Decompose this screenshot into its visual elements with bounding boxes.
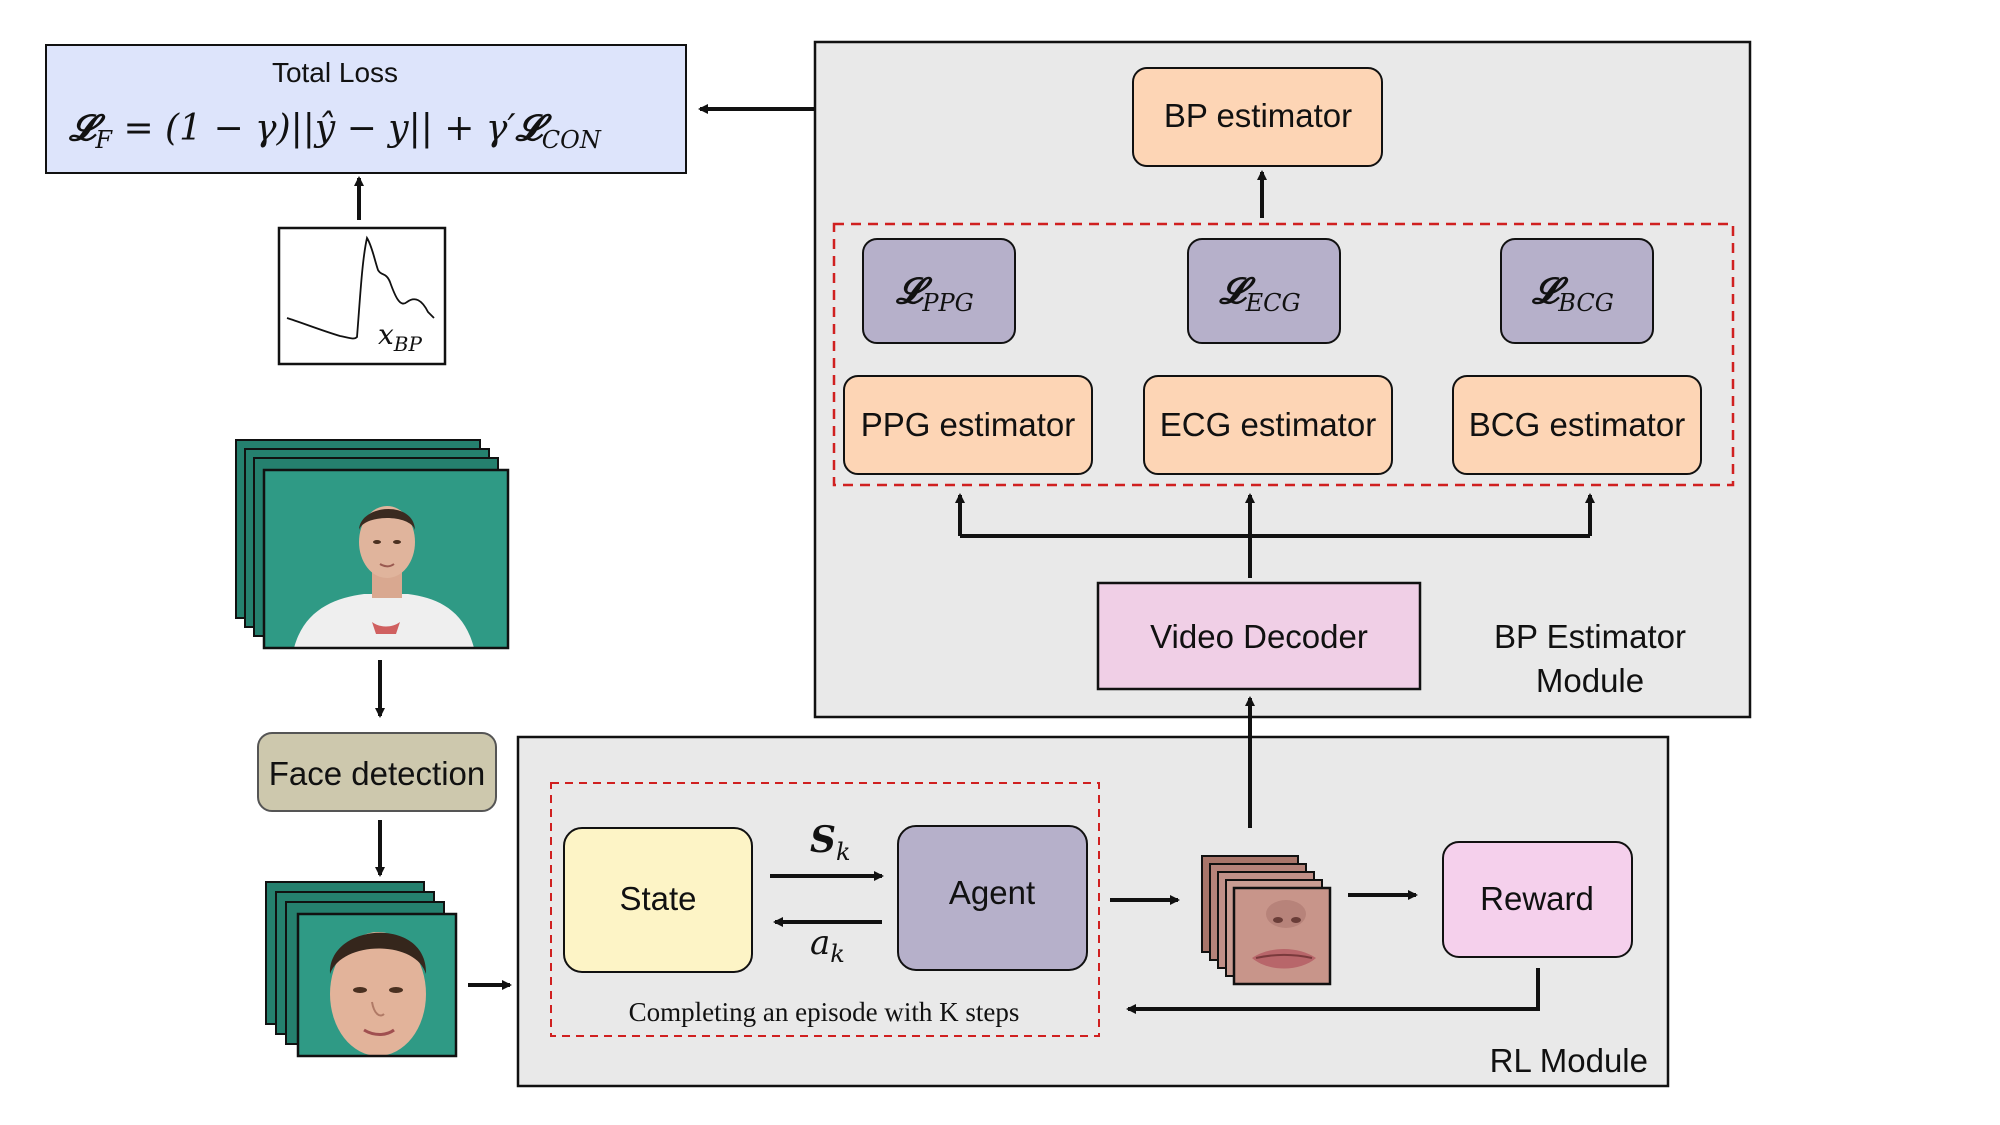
agent-box [897,825,1088,971]
decoder-branch-arrows [955,493,1595,578]
rl-module-title: RL Module [1490,1042,1648,1079]
episode-group-dashed [550,782,1100,1037]
ppg-estimator-box: PPG estimator [843,375,1093,475]
bp-module-title-line2: Module [1536,662,1644,699]
total-loss-formula: 𝓛F = (1 − γ)||ŷ − y|| + γ′𝓛CON [68,107,602,154]
state-label: State [619,880,696,917]
loss-node-ppg: 𝓛PPG [862,238,1016,344]
bp-estimator-label: BP estimator [1164,97,1352,134]
bp-module-title-line1: BP Estimator [1494,618,1686,655]
cropped-faces-stack [265,881,458,1058]
episode-caption: Completing an episode with K steps [629,997,1020,1027]
state-box [563,827,753,973]
bcg-estimator-label: BCG estimator [1469,406,1685,443]
total-loss-box: Total Loss 𝓛F = (1 − γ)||ŷ − y|| + γ′𝓛CO… [45,44,687,174]
video-decoder-label: Video Decoder [1150,618,1368,655]
state-symbol: Sk [810,819,851,866]
bp-waveform-plot: xBP [277,226,447,366]
video-decoder-box [1096,581,1422,691]
reward-label: Reward [1480,880,1594,917]
face-detection-label: Face detection [269,755,485,792]
total-loss-title: Total Loss [272,57,398,88]
arrow-reward-feedback [1126,968,1540,1014]
rl-module: State Agent Sk ak Completing an episode … [516,696,1670,1088]
bp-estimator-box [1132,67,1383,167]
bp-waveform-label: xBP [378,318,422,356]
bp-estimator-module: BP estimator 𝓛PPG 𝓛ECG 𝓛BCG PPG estimato… [813,40,1752,719]
face-detection-box: Face detection [257,732,497,812]
estimator-group-dashed [832,222,1735,487]
svg-text:𝓛ECG: 𝓛ECG [1218,270,1300,317]
selected-patches-stack [1201,855,1332,986]
ecg-estimator-label: ECG estimator [1160,406,1376,443]
video-frames-stack [235,439,510,650]
reward-box [1442,841,1633,958]
ecg-estimator-box: ECG estimator [1143,375,1393,475]
action-symbol: ak [810,923,845,968]
loss-node-ecg: 𝓛ECG [1187,238,1341,344]
ppg-estimator-label: PPG estimator [861,406,1076,443]
agent-label: Agent [949,874,1035,911]
loss-node-bcg: 𝓛BCG [1500,238,1654,344]
bcg-estimator-box: BCG estimator [1452,375,1702,475]
